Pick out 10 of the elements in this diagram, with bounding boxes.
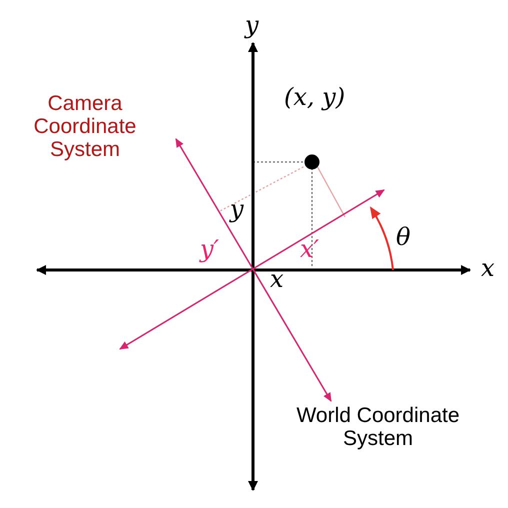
- coordinate-label: x′: [300, 236, 319, 262]
- system-label: Camera Coordinate System: [32, 92, 138, 162]
- axis-label: y: [245, 12, 259, 38]
- axis-label: x: [481, 255, 495, 282]
- angle-label: θ: [396, 224, 410, 250]
- coordinate-label: y′: [200, 236, 220, 262]
- coordinate-label: y: [230, 196, 244, 222]
- system-label: World Coordinate System: [295, 404, 461, 450]
- point-label: (x, y): [284, 84, 346, 110]
- coordinate-label: x: [270, 266, 284, 292]
